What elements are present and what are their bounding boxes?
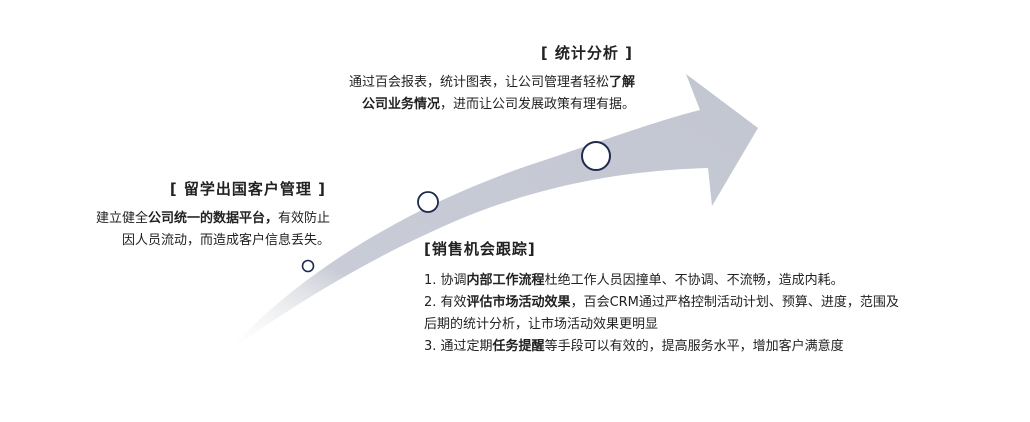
node-circle-large — [581, 141, 611, 171]
module-title: [ 留学出国客户管理 ] — [169, 180, 326, 198]
module-title: [ 统计分析 ] — [540, 44, 633, 62]
emphasis-text: 内部工作流程 — [466, 273, 545, 288]
emphasis-text: 任务提醒 — [492, 339, 545, 354]
module-description-line: 公司业务情况，进而让公司发展政策有理有据。 — [290, 94, 635, 116]
arrow-body — [228, 74, 758, 352]
module-description-line: 建立健全公司统一的数据平台，有效防止 — [60, 208, 330, 230]
text-segment: 杜绝工作人员因撞单、不协调、不流畅，造成内耗。 — [544, 273, 844, 288]
emphasis-text: 公司统一的数据平台， — [147, 211, 278, 226]
text-segment: 3. 通过定期 — [424, 339, 493, 354]
node-circle-medium — [417, 191, 439, 213]
emphasis-text: 评估市场活动效果 — [466, 295, 571, 310]
text-segment: 通过百会报表，统计图表，让公司管理者轻松 — [348, 75, 609, 90]
node-circle-small — [301, 259, 315, 273]
customer-management-module: [ 留学出国客户管理 ] 建立健全公司统一的数据平台，有效防止 因人员流动，而造… — [60, 178, 330, 252]
module-title: [销售机会跟踪] — [424, 240, 536, 258]
module-description-line: 因人员流动，而造成客户信息丢失。 — [121, 233, 330, 248]
module-description-line: 通过百会报表，统计图表，让公司管理者轻松了解 — [290, 72, 635, 94]
text-segment: 2. 有效 — [424, 295, 467, 310]
text-segment: 建立健全 — [95, 211, 148, 226]
emphasis-text: 公司业务情况 — [361, 97, 440, 112]
list-item: 1. 协调内部工作流程杜绝工作人员因撞单、不协调、不流畅，造成内耗。 — [424, 270, 1004, 292]
list-item-continuation: 后期的统计分析，让市场活动效果更明显 — [424, 317, 659, 332]
sales-opportunity-module: [销售机会跟踪] 1. 协调内部工作流程杜绝工作人员因撞单、不协调、不流畅，造成… — [424, 238, 1004, 358]
text-segment: 有效防止 — [277, 211, 330, 226]
list-item: 2. 有效评估市场活动效果，百会CRM通过严格控制活动计划、预算、进度，范围及 — [424, 292, 1004, 314]
statistics-analysis-module: [ 统计分析 ] 通过百会报表，统计图表，让公司管理者轻松了解 公司业务情况，进… — [290, 42, 635, 116]
text-segment: 1. 协调 — [424, 273, 467, 288]
text-segment: ，进而让公司发展政策有理有据。 — [439, 97, 635, 112]
text-segment: ，百会CRM通过严格控制活动计划、预算、进度，范围及 — [570, 295, 899, 310]
text-segment: 等手段可以有效的，提高服务水平，增加客户满意度 — [544, 339, 844, 354]
list-item: 3. 通过定期任务提醒等手段可以有效的，提高服务水平，增加客户满意度 — [424, 336, 1004, 358]
emphasis-text: 了解 — [608, 75, 635, 90]
